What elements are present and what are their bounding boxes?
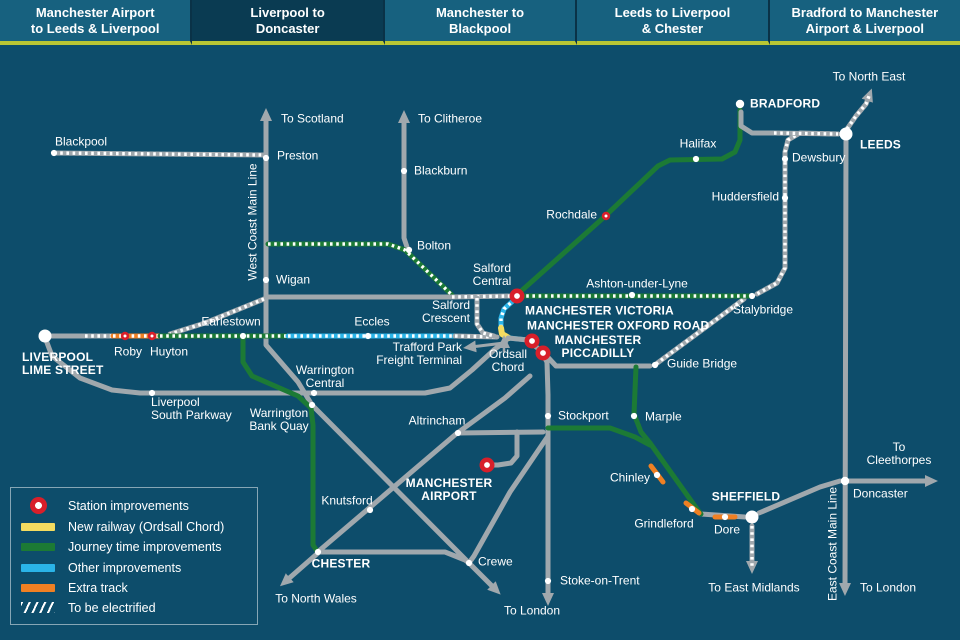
marple-line — [631, 364, 653, 446]
electrified-hatch-icon — [21, 602, 55, 614]
chatmoss-hatch2-electrification-hatch — [454, 334, 498, 339]
cyan-line-icon — [21, 563, 55, 572]
legend-item: Station improvements — [21, 497, 247, 514]
station-marker-bradford — [735, 99, 745, 109]
green-line-icon — [21, 543, 55, 552]
station-marker-knutsford — [366, 506, 374, 514]
tab-liverpool-to-doncaster[interactable]: Liverpool to Doncaster — [192, 0, 385, 45]
station-marker-dewsbury — [781, 155, 789, 163]
legend-item: Journey time improvements — [21, 540, 247, 554]
station-marker-blackburn — [400, 167, 408, 175]
legend-item: Other improvements — [21, 561, 247, 575]
station-marker-marple — [630, 412, 638, 420]
station-marker-chinley — [653, 471, 661, 479]
station-improvement-marker-roby — [120, 331, 130, 341]
station-marker-preston — [262, 154, 270, 162]
ecml-to-london — [839, 135, 852, 596]
legend-label: Station improvements — [68, 498, 189, 513]
calder-valley-line — [516, 107, 743, 296]
station-improvement-marker-manchester-airport — [479, 457, 495, 473]
wbq-journey-line — [240, 335, 320, 554]
station-marker-stoke-on-trent — [544, 577, 552, 585]
transpennine-line — [754, 130, 841, 297]
wcml-mid — [263, 294, 315, 408]
clc-line — [43, 337, 509, 396]
bradford-leeds-hatch-electrification-hatch — [773, 131, 839, 136]
legend-label: New railway (Ordsall Chord) — [68, 520, 225, 535]
station-marker-blackpool — [50, 149, 58, 157]
stockport-crewe-line — [466, 433, 551, 566]
sheffield-doncaster-line — [756, 478, 843, 516]
guide-bridge-stalybridge — [653, 296, 747, 367]
station-marker-doncaster — [840, 476, 850, 486]
salford-crescent-loop-electrification-hatch — [475, 298, 495, 338]
tab-bradford-to-manchester-airport-liverpool[interactable]: Bradford to Manchester Airport & Liverpo… — [769, 0, 960, 45]
legend-item: New railway (Ordsall Chord) — [21, 520, 247, 534]
station-marker-liverpool-lime-street — [38, 329, 52, 343]
station-marker-bolton — [405, 246, 413, 254]
station-marker-stalybridge — [748, 292, 756, 300]
station-marker-wigan — [262, 276, 270, 284]
chester-altrincham-line — [317, 373, 533, 553]
station-improvement-marker-salford-central — [509, 288, 525, 304]
bolton-line — [265, 241, 455, 298]
legend-label: Extra track — [68, 580, 128, 595]
station-marker-stockport — [544, 412, 552, 420]
station-marker-warrington-bank-quay — [308, 401, 316, 409]
blackpool-line-electrification-hatch — [53, 151, 265, 157]
legend-label: To be electrified — [68, 600, 156, 615]
legend-item: Extra track — [21, 581, 247, 595]
station-marker-altrincham — [454, 429, 462, 437]
tab-manchester-to-blackpool[interactable]: Manchester to Blackpool — [384, 0, 578, 45]
legend-label: Other improvements — [68, 560, 182, 575]
legend-label: Journey time improvements — [68, 540, 222, 555]
station-marker-warrington-central — [310, 389, 318, 397]
station-marker-sheffield — [745, 510, 759, 524]
chester-crewe-line — [315, 549, 472, 566]
station-marker-eccles — [364, 332, 372, 340]
yellow-line-icon — [21, 523, 55, 532]
clitheroe-line — [398, 110, 410, 250]
station-marker-grindleford — [688, 505, 696, 513]
station-marker-ashton-under-lyne — [628, 291, 636, 299]
station-improvements-icon — [21, 497, 55, 514]
station-marker-leeds — [839, 127, 853, 141]
station-marker-liverpool-south-parkway — [148, 389, 156, 397]
station-marker-huddersfield — [781, 194, 789, 202]
victoria-link-other-electrification-hatch — [499, 297, 517, 329]
leeds-north-east-electrification-hatch — [845, 95, 871, 130]
bradford-leeds-link — [738, 109, 777, 136]
station-improvement-marker-manchester-piccadilly — [535, 345, 551, 361]
station-improvement-marker-manchester-oxford-road — [524, 333, 540, 349]
transpennine-line-electrification-hatch — [756, 131, 839, 296]
wigan-liverpool-line-electrification-hatch — [169, 297, 265, 336]
stations-layer — [38, 99, 853, 585]
tab-manchester-airport-to-leeds-liverpool[interactable]: Manchester Airport to Leeds & Liverpool — [0, 0, 193, 45]
station-marker-guide-bridge — [651, 361, 659, 369]
legend-item: To be electrified — [21, 601, 247, 615]
station-marker-crewe — [465, 559, 473, 567]
altrincham-link — [455, 429, 546, 436]
station-marker-dore — [721, 513, 729, 521]
station-improvement-marker-rochdale — [601, 211, 611, 221]
tab-leeds-to-liverpool-chester[interactable]: Leeds to Liverpool & Chester — [577, 0, 770, 45]
airport-branch — [487, 429, 520, 468]
orange-line-icon — [21, 583, 55, 592]
station-improvement-marker-huyton — [147, 331, 157, 341]
chester-north-wales — [279, 550, 321, 587]
station-marker-halifax — [692, 155, 700, 163]
picc-guide-bridge-line — [540, 349, 653, 369]
station-marker-earlestown — [239, 332, 247, 340]
station-marker-chester — [314, 548, 322, 556]
stockport-journey-line — [545, 425, 653, 448]
salford-approach-electrification-hatch — [451, 294, 513, 299]
